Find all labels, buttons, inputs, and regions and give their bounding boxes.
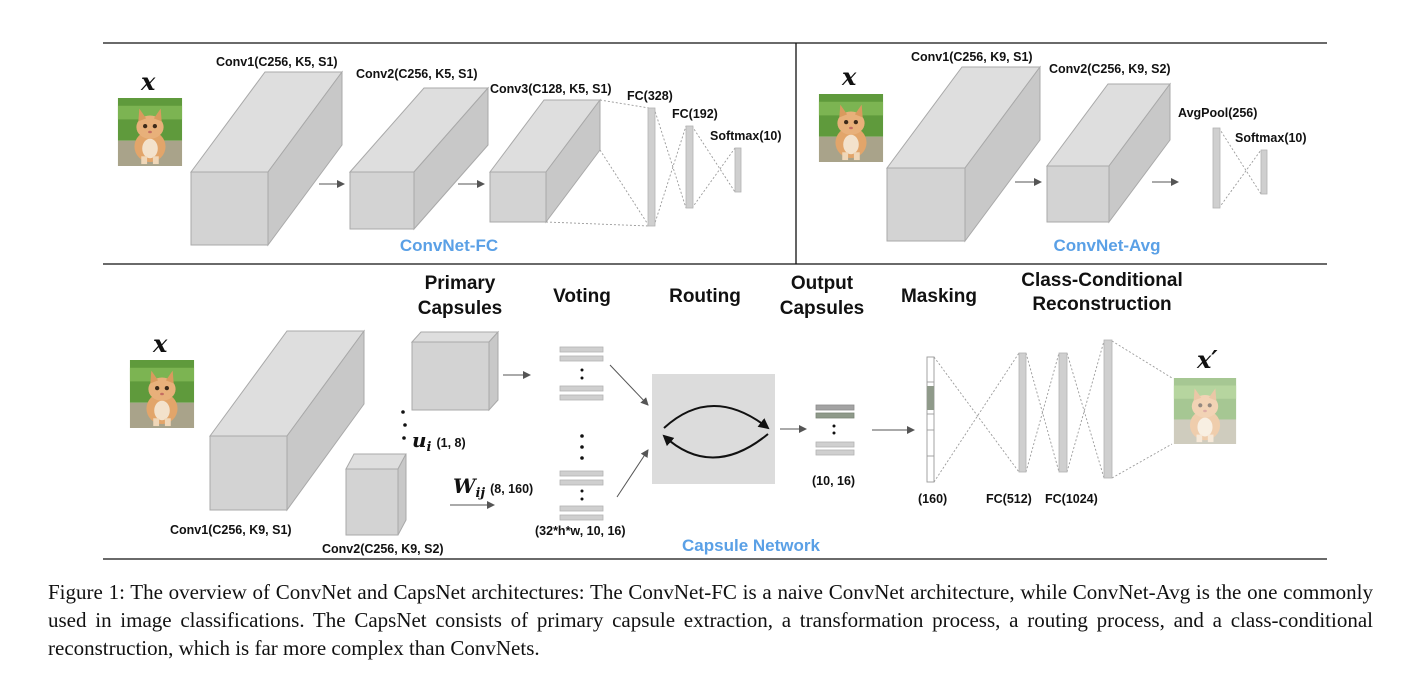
softmax-label: Softmax(10): [710, 129, 782, 143]
conv3-to-fc-connections: [545, 99, 736, 227]
fc1024-layer-b: [1103, 339, 1113, 479]
softmax-layer: [1260, 149, 1268, 195]
stage-output-line1: Output: [791, 273, 854, 294]
vertical-ellipsis-icon: [401, 410, 407, 440]
fc2-label: FC(192): [672, 107, 718, 121]
arrow-icon: [609, 364, 649, 406]
conv2-label: Conv2(C256, K5, S1): [356, 67, 478, 81]
conv1-block: [209, 329, 365, 512]
kitten-photo-icon: [117, 98, 183, 166]
conv1-label: Conv1(C256, K9, S1): [911, 50, 1033, 64]
conv3-label: Conv3(C128, K5, S1): [490, 82, 612, 96]
convnet-fc-title: ConvNet-FC: [400, 236, 498, 255]
kitten-photo-icon: [818, 94, 884, 162]
fc192-layer: [685, 125, 694, 209]
vote-vectors: [559, 346, 604, 521]
stage-masking: Masking: [901, 286, 977, 307]
fc2-label: FC(1024): [1045, 492, 1098, 506]
reconstruction-connections: [933, 340, 1173, 483]
fc1-label: FC(328): [627, 89, 673, 103]
input-symbol: x: [841, 62, 857, 91]
arrow-icon: [616, 449, 649, 498]
stage-recon-line2: Reconstruction: [1032, 294, 1171, 315]
output-capsule-vectors: [815, 404, 855, 456]
stage-output-line2: Capsules: [780, 298, 864, 319]
convnet-avg-title: ConvNet-Avg: [1053, 236, 1160, 255]
fc1-label: FC(512): [986, 492, 1032, 506]
conv2-block: [1046, 82, 1171, 224]
input-symbol: x: [152, 329, 168, 358]
conv2-label: Conv2(C256, K9, S2): [1049, 62, 1171, 76]
capsule-network-title: Capsule Network: [682, 536, 820, 555]
faded-kitten-photo-icon: [1173, 378, 1237, 444]
convnet-fc-panel: x Conv1(C256, K5, S1) Conv2(C256, K5, S1…: [117, 55, 782, 255]
fc512-layer: [1018, 352, 1027, 473]
conv1-block: [886, 65, 1041, 243]
output-symbol: x′: [1196, 345, 1218, 374]
avgpool-layer: [1212, 127, 1221, 209]
masked-vector: [926, 356, 935, 483]
stage-primary-line1: Primary: [425, 273, 496, 294]
capsule-network-panel: Primary Capsules Voting Routing Output C…: [129, 270, 1237, 556]
softmax-label: Softmax(10): [1235, 131, 1307, 145]
conv2-block: [345, 453, 407, 536]
stage-recon-line1: Class-Conditional: [1021, 270, 1183, 291]
avgpool-connections: [1218, 127, 1262, 209]
vote-dims-label: (32*h*w, 10, 16): [535, 524, 626, 538]
fc1024-layer-a: [1058, 352, 1068, 473]
routing-arrow-back-icon: [662, 433, 769, 459]
conv2-label: Conv2(C256, K9, S2): [322, 542, 444, 556]
softmax-layer: [734, 147, 742, 193]
routing-box: [652, 374, 775, 484]
stage-voting: Voting: [553, 286, 611, 307]
kitten-photo-icon: [129, 360, 195, 428]
avgpool-label: AvgPool(256): [1178, 106, 1257, 120]
figure-caption: Figure 1: The overview of ConvNet and Ca…: [48, 580, 1373, 660]
output-dims-label: (10, 16): [812, 474, 855, 488]
conv3-block: [489, 98, 601, 224]
architecture-figure: x Conv1(C256, K5, S1) Conv2(C256, K5, S1…: [103, 42, 1327, 560]
conv2-block: [348, 86, 490, 231]
conv1-label: Conv1(C256, K5, S1): [216, 55, 338, 69]
stage-primary-line2: Capsules: [418, 298, 502, 319]
fc328-layer: [647, 107, 656, 227]
stage-routing: Routing: [669, 286, 741, 307]
primary-capsule-block: [410, 330, 500, 412]
routing-arrow-forward-icon: [663, 405, 770, 430]
convnet-avg-panel: x Conv1(C256, K9, S1) Conv2(C256, K9, S2…: [818, 50, 1307, 255]
input-symbol: x: [140, 67, 156, 96]
conv1-label: Conv1(C256, K9, S1): [170, 523, 292, 537]
conv1-block: [190, 70, 343, 247]
mask-dims-label: (160): [918, 492, 947, 506]
u-vector-label: ui(1, 8): [412, 428, 466, 455]
w-matrix-label: Wij(8, 160): [453, 474, 533, 501]
